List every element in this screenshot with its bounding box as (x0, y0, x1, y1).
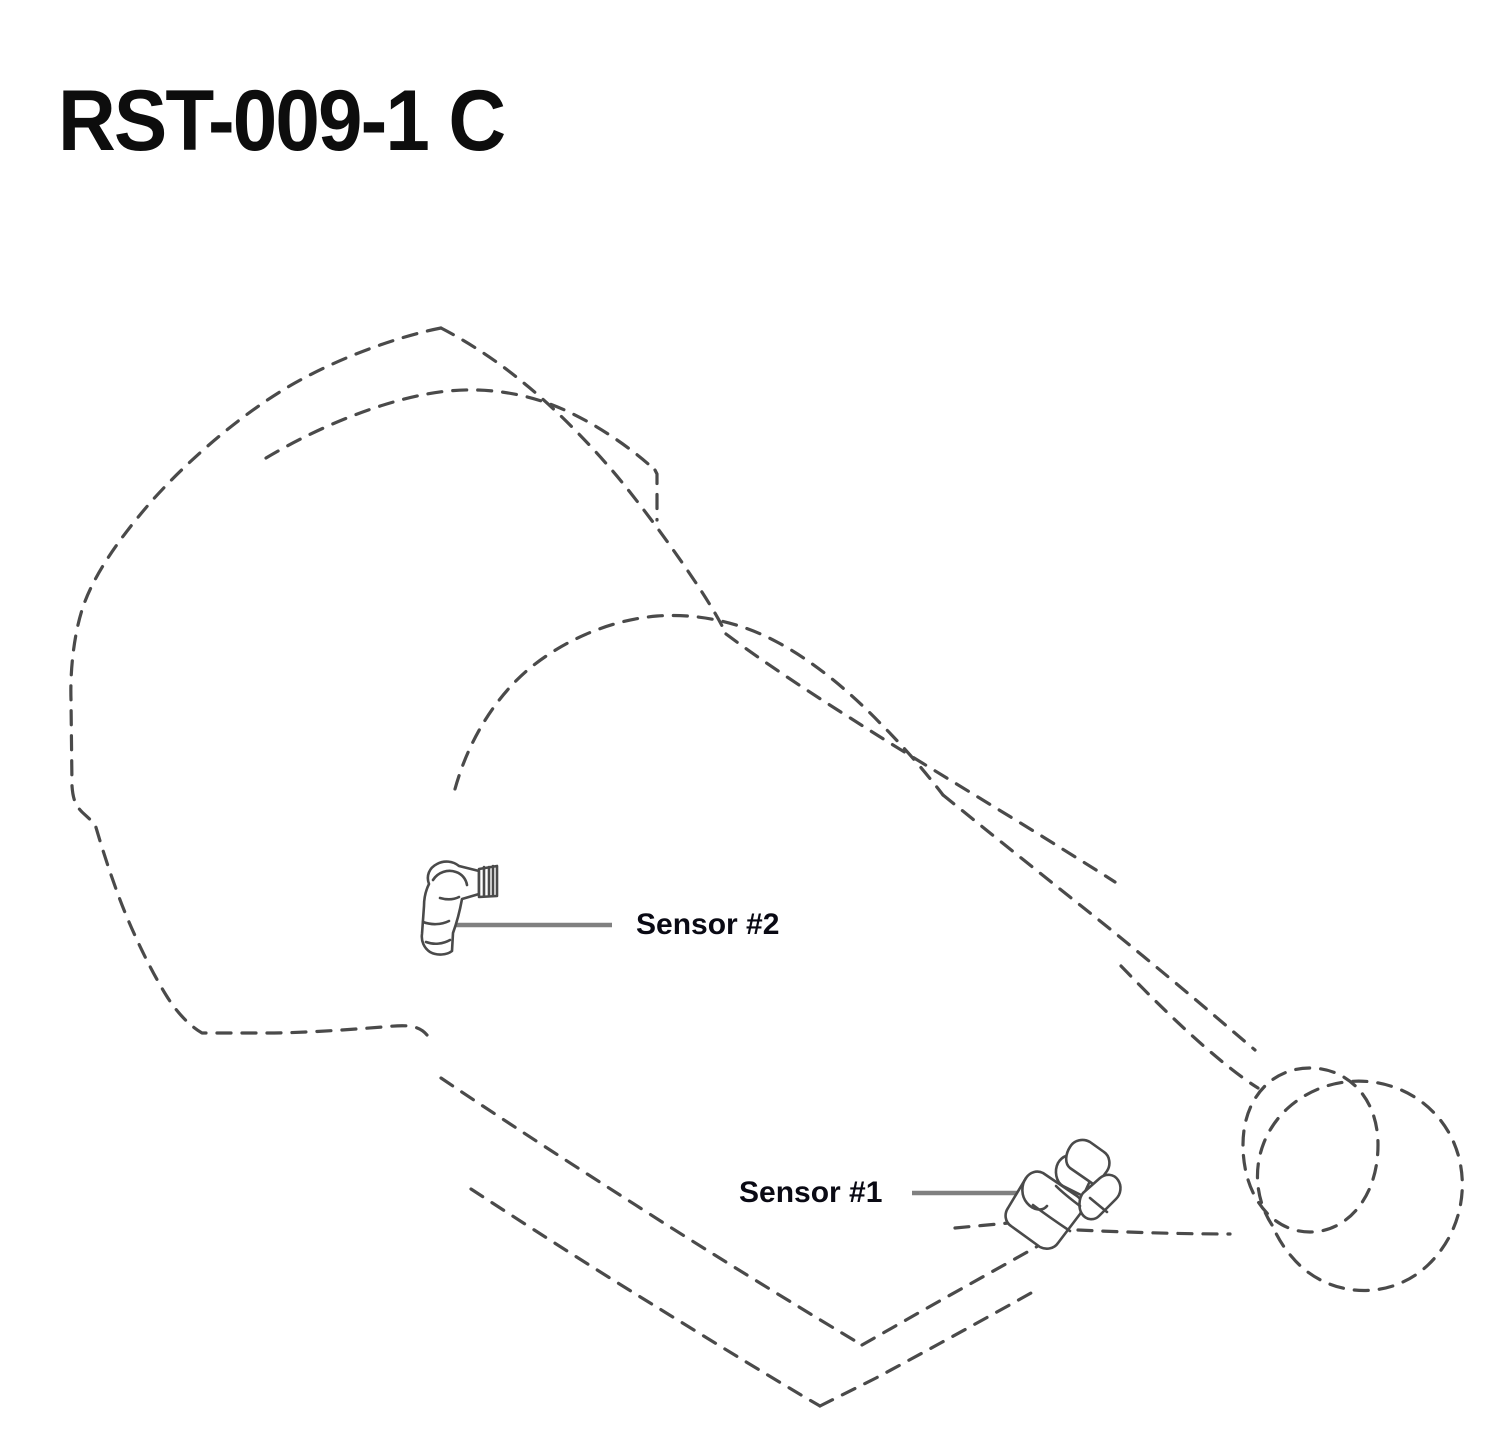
sensor-2-ribbed-outlet (477, 864, 499, 899)
sensor-2-lower-division (421, 919, 451, 926)
sensor-2-shoulder-line (431, 869, 469, 887)
case-right-taper (724, 632, 1117, 884)
sensor-1-junction-line (1054, 1184, 1082, 1208)
sensor-2-foot (424, 938, 452, 946)
case-right-lower-taper (1119, 964, 1260, 1090)
bell-housing-top-ridge (439, 326, 728, 636)
page-title: RST-009-1 C (58, 73, 506, 169)
sensor-1-component[interactable] (1004, 1138, 1122, 1250)
output-flange-front-circle (1255, 1079, 1464, 1292)
bell-housing-outer-profile (69, 326, 443, 1037)
sensor-2-inner-crease (438, 895, 461, 901)
main-case-dome (453, 613, 945, 797)
main-case-lower-right-edge (941, 793, 1257, 1052)
sensor-2-component[interactable] (420, 860, 499, 956)
sensor-1-tab-inner-detail (1088, 1196, 1109, 1214)
oil-pan-top-edge (439, 1076, 864, 1347)
sensor-2-body (420, 860, 481, 956)
case-boss-notch (653, 468, 659, 522)
case-rear-face-line (1076, 1228, 1232, 1236)
oil-pan-upper-vee (860, 1236, 1054, 1347)
sensor-1-barrel-end-cap (1021, 1176, 1049, 1211)
oil-pan-left-bottom-edge (469, 1187, 822, 1408)
output-flange-rear-circle (1241, 1066, 1380, 1234)
sensor-1-plug-head (1064, 1138, 1111, 1188)
sensor-1-barrel-crease (1031, 1203, 1072, 1233)
callout-label-sensor-1: Sensor #1 (739, 1176, 883, 1209)
bell-housing-inner-ridge (264, 388, 657, 472)
callout-leader-lines (444, 922, 1036, 1196)
housing-hidden-outlines (69, 326, 1464, 1408)
sensor-1-mounting-tab (1078, 1173, 1122, 1221)
callout-label-sensor-2: Sensor #2 (636, 908, 780, 941)
oil-pan-bottom-vee (818, 1286, 1042, 1408)
